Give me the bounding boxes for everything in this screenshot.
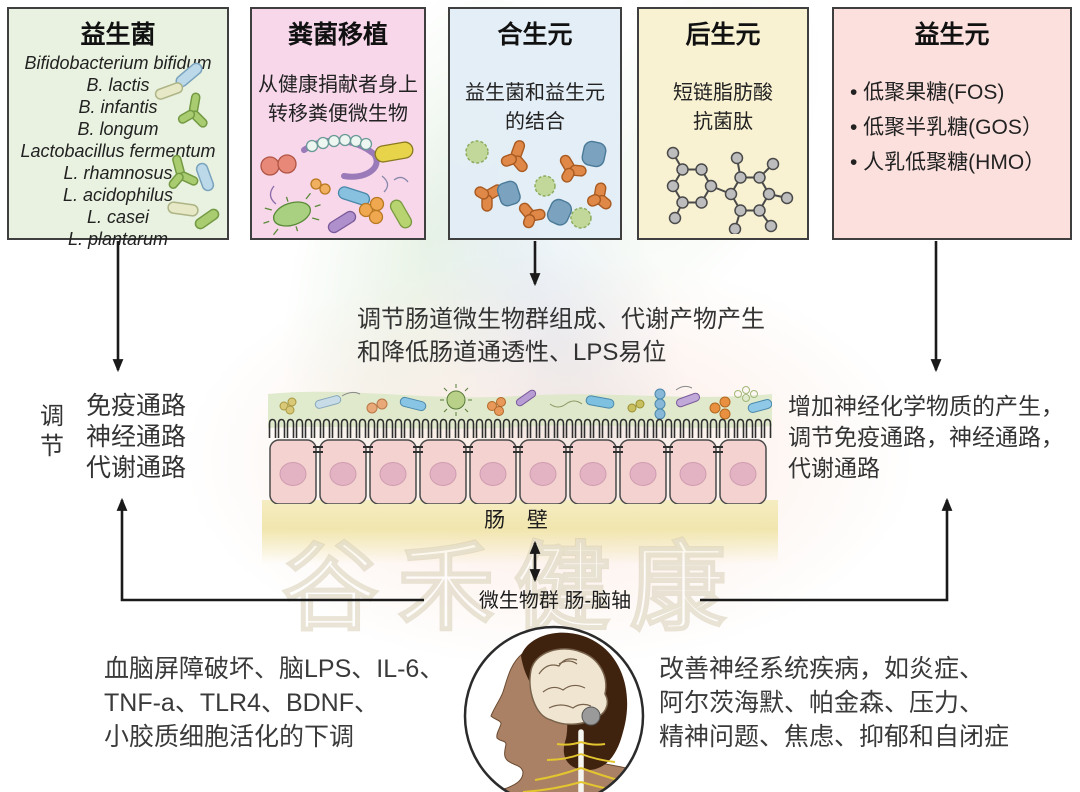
right-effects-line: 调节免疫通路，神经通路， — [788, 424, 1064, 450]
epithelial-cells — [269, 439, 767, 504]
postbiotics-desc-line2: 抗菌肽 — [693, 111, 753, 133]
postbiotics-desc-line1: 短链脂肪酸 — [673, 82, 773, 104]
brain-downregulation-line: TNF-a、TLR4、BDNF、 — [104, 689, 380, 717]
modulation-line2: 和降低肠道通透性、LPS易位 — [357, 339, 667, 366]
species-item: B. lactis — [86, 75, 150, 95]
species-item: Lactobacillus fermentum — [20, 141, 216, 161]
species-item: L. plantarum — [67, 229, 169, 249]
circle-frame — [463, 625, 645, 792]
pathway-item: 神经通路 — [86, 423, 187, 451]
pathway-item: 免疫通路 — [86, 392, 187, 420]
synbiotics-desc-line1: 益生菌和益生元 — [465, 82, 605, 104]
synbiotics-blobs-icon — [465, 140, 612, 229]
right-effects-line: 代谢通路 — [788, 455, 880, 481]
species-item: B. infantis — [78, 97, 158, 117]
probiotics-box: 益生菌 Bifidobacterium bifidum B. lactis B.… — [7, 7, 229, 249]
postbiotics-description: 短链脂肪酸 抗菌肽 — [639, 79, 807, 137]
gut-wall-illustration — [268, 384, 772, 504]
prebiotics-box: 益生元 • 低聚果糖(FOS) • 低聚半乳糖(GOS） • 人乳低聚糖(HMO… — [832, 7, 1072, 240]
species-item: L. casei — [86, 207, 150, 227]
modulation-text: 调节肠道微生物群组成、代谢产物产生 和降低肠道通透性、LPS易位 — [357, 303, 765, 369]
probiotics-title: 益生菌 — [80, 21, 156, 49]
prebiotic-item: • 人乳低聚糖(HMO） — [850, 151, 1046, 174]
postbiotics-title: 后生元 — [685, 21, 761, 49]
fecal-microbes-icon — [260, 133, 414, 236]
gut-brain-axis-label: 微生物群 肠-脑轴 — [478, 590, 632, 612]
cerebellum — [581, 706, 601, 726]
disease-improvement-line: 精神问题、焦虑、抑郁和自闭症 — [659, 723, 1010, 751]
brain-downregulation-text: 血脑屏障破坏、脑LPS、IL-6、 TNF-a、TLR4、BDNF、 小胶质细胞… — [104, 652, 444, 754]
brain-gyri — [538, 658, 592, 709]
fmt-description: 从健康捐献者身上 转移粪便微生物 — [252, 71, 424, 129]
species-item: B. longum — [77, 119, 159, 139]
species-item: Bifidobacterium bifidum — [24, 53, 212, 73]
probiotics-species-list: Bifidobacterium bifidum B. lactis B. inf… — [9, 52, 227, 250]
regulate-label: 调节 — [40, 403, 64, 460]
brain-downregulation-line: 小胶质细胞活化的下调 — [104, 723, 355, 751]
postbiotics-box: 后生元 短链脂肪酸 抗菌肽 — [637, 7, 809, 240]
prebiotic-item: • 低聚半乳糖(GOS） — [850, 116, 1043, 139]
modulation-line1: 调节肠道微生物群组成、代谢产物产生 — [357, 306, 765, 333]
tight-junctions — [313, 446, 723, 453]
prebiotics-title: 益生元 — [914, 21, 990, 49]
prebiotic-item: • 低聚果糖(FOS) — [850, 81, 1005, 104]
fecal-transplant-box: 粪菌移植 从健康捐献者身上 转移粪便微生物 — [250, 7, 426, 240]
fmt-desc-line1: 从健康捐献者身上 — [258, 74, 418, 96]
prebiotics-bullet-list: • 低聚果糖(FOS) • 低聚半乳糖(GOS） • 人乳低聚糖(HMO） — [850, 75, 1070, 180]
disease-improvement-line: 阿尔茨海默、帕金森、压力、 — [659, 689, 985, 717]
disease-improvement-text: 改善神经系统疾病，如炎症、 阿尔茨海默、帕金森、压力、 精神问题、焦虑、抑郁和自… — [659, 652, 1009, 754]
disease-improvement-line: 改善神经系统疾病，如炎症、 — [659, 655, 985, 683]
right-effects-text: 增加神经化学物质的产生， 调节免疫通路，神经通路， 代谢通路 — [788, 391, 1064, 484]
molecule-icon — [666, 146, 794, 234]
brain-head-illustration — [463, 625, 645, 792]
pathway-item: 代谢通路 — [86, 454, 187, 482]
synbiotics-desc-line2: 的结合 — [505, 111, 565, 133]
right-effects-line: 增加神经化学物质的产生， — [788, 393, 1064, 419]
synbiotics-description: 益生菌和益生元 的结合 — [450, 79, 620, 137]
gut-wall-label: 肠 壁 — [484, 509, 556, 532]
species-item: L. acidophilus — [62, 185, 174, 205]
species-item: L. rhamnosus — [63, 163, 173, 183]
pathways-list: 免疫通路 神经通路 代谢通路 — [86, 391, 186, 484]
synbiotics-box: 合生元 益生菌和益生元 的结合 — [448, 7, 622, 240]
lumen-bacteria — [279, 384, 772, 420]
brain-downregulation-line: 血脑屏障破坏、脑LPS、IL-6、 — [104, 655, 445, 683]
fmt-desc-line2: 转移粪便微生物 — [268, 103, 408, 125]
microvilli-brush-border — [268, 418, 772, 440]
synbiotics-title: 合生元 — [497, 21, 573, 49]
fmt-title: 粪菌移植 — [287, 21, 388, 49]
